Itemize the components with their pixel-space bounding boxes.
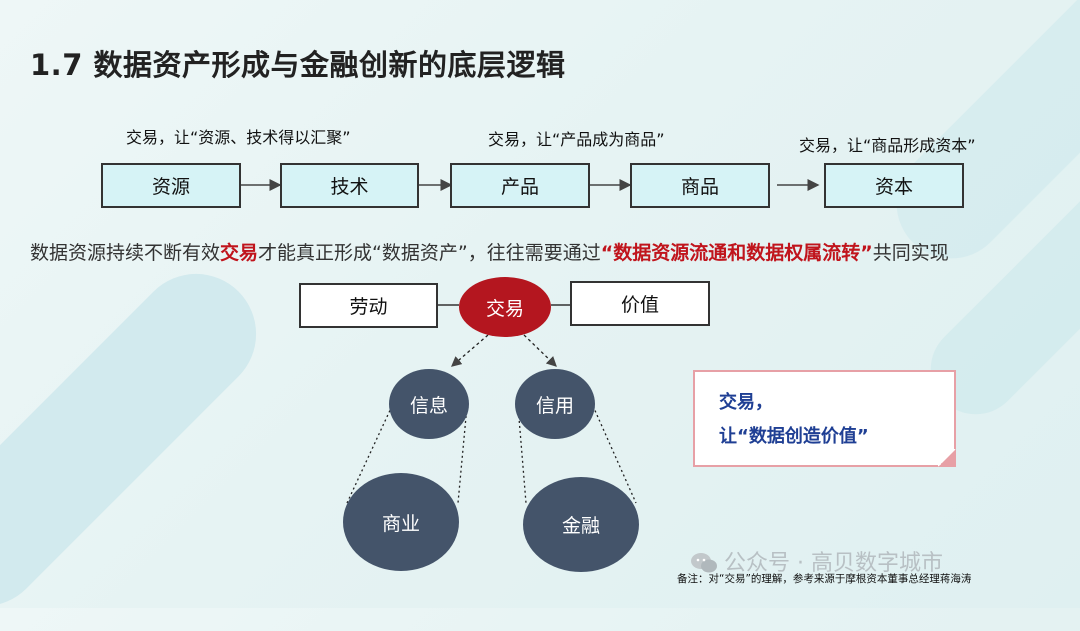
sentence-highlight-trade: 交易 — [220, 242, 259, 264]
caption-commodity-capital: 交易，让“商品形成资本” — [799, 136, 976, 155]
business-circle: 商业 — [343, 473, 459, 571]
flow-box-capital: 资本 — [824, 163, 964, 208]
watermark-text: 公众号 · 高贝数字城市 — [724, 551, 943, 576]
labor-box: 劳动 — [299, 283, 438, 328]
flow-box-product: 产品 — [450, 163, 590, 208]
flow-box-resource: 资源 — [101, 163, 241, 208]
connector-lines — [240, 179, 820, 504]
dotted-line-information-business-right — [457, 405, 468, 504]
flow-box-technology: 技术 — [280, 163, 419, 208]
page-title: 1.7 数据资产形成与金融创新的底层逻辑 — [30, 48, 566, 82]
dotted-arrow-to-credit — [523, 334, 557, 367]
note-box: 交易， 让“数据创造价值” — [693, 370, 956, 467]
dotted-arrow-to-information — [451, 334, 489, 367]
sentence-highlight-circulation: “数据资源流通和数据权属流转” — [600, 242, 873, 264]
watermark: 公众号 · 高贝数字城市 — [690, 545, 943, 577]
key-sentence: 数据资源持续不断有效交易才能真正形成“数据资产”，往往需要通过“数据资源流通和数… — [30, 238, 949, 265]
sentence-part2: 才能真正形成“数据资产”，往往需要通过 — [258, 242, 601, 264]
trade-ellipse: 交易 — [459, 277, 551, 337]
wechat-icon — [691, 553, 717, 573]
note-line2: 让“数据创造价值” — [719, 426, 869, 447]
value-box: 价值 — [570, 281, 710, 326]
sentence-part3: 共同实现 — [872, 242, 949, 264]
note-line1: 交易， — [719, 392, 773, 413]
credit-circle: 信用 — [515, 369, 595, 439]
folded-corner — [938, 449, 956, 467]
footnote: 备注：对“交易”的理解，参考来源于摩根资本董事总经理蒋海涛 — [677, 573, 972, 585]
finance-circle: 金融 — [523, 477, 639, 572]
caption-product-commodity: 交易，让“产品成为商品” — [488, 130, 665, 149]
flow-box-commodity: 商品 — [630, 163, 770, 208]
caption-resource-tech: 交易，让“资源、技术得以汇聚” — [126, 128, 351, 147]
information-circle: 信息 — [389, 369, 469, 439]
sentence-part1: 数据资源持续不断有效 — [30, 242, 221, 264]
dotted-line-credit-finance-left — [517, 405, 527, 504]
